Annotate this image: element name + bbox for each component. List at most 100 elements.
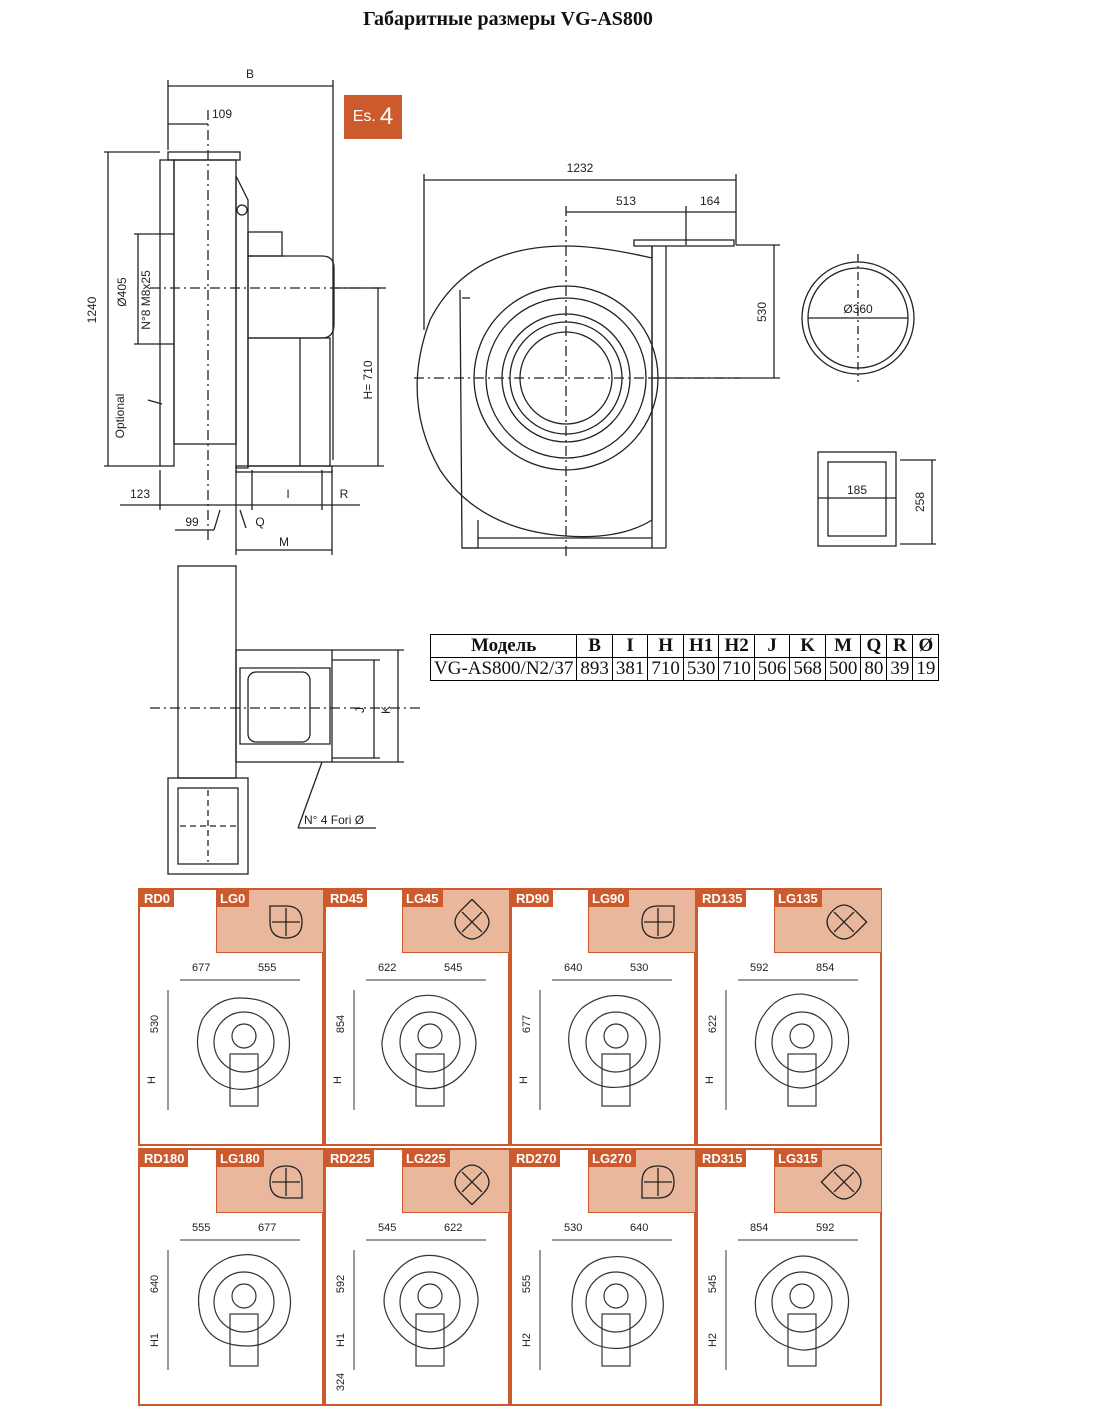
cell-h2: 710 — [718, 657, 755, 681]
orientation-drawing — [725, 1164, 862, 1370]
dim-v1: 622 — [707, 1014, 720, 1034]
cell-k: 568 — [789, 657, 826, 681]
fan-outline — [754, 1255, 850, 1367]
col-q: Q — [860, 634, 888, 658]
lg-tag: LG135 — [774, 890, 822, 907]
col-h2: H2 — [718, 634, 755, 658]
badge-prefix: Es. — [352, 108, 376, 125]
cell-h1: 530 — [682, 657, 720, 681]
col-m: M — [824, 634, 862, 658]
orientation-drawing — [725, 904, 868, 1110]
dim-a: 592 — [750, 962, 769, 974]
col-r: R — [886, 634, 914, 658]
lg-tag: LG0 — [216, 890, 250, 907]
dim-a: 622 — [378, 962, 397, 974]
lg-tag: LG90 — [588, 890, 629, 907]
fan-outline — [198, 1254, 292, 1367]
dim-b: 854 — [816, 962, 835, 974]
col-model: Модель — [429, 634, 578, 658]
fan-outline — [571, 1256, 664, 1367]
dim-99: 99 — [185, 515, 199, 529]
rect-flange — [817, 451, 936, 547]
lg-tag: LG45 — [402, 890, 443, 907]
front-view — [414, 174, 780, 560]
col-h1: H1 — [682, 634, 720, 658]
cell-i: 381 — [611, 657, 649, 681]
col-j: J — [753, 634, 791, 658]
rotation-box — [774, 1150, 881, 1213]
dim-m: M — [279, 535, 289, 549]
cell-h: 710 — [647, 657, 684, 681]
cell-m: 500 — [824, 657, 862, 681]
col-k: K — [789, 634, 826, 658]
dim-j: J — [353, 707, 367, 713]
lg-tag: LG180 — [216, 1150, 264, 1167]
example-badge: Es. 4 — [344, 95, 402, 139]
page-title: Габаритные размеры VG-AS800 — [363, 8, 653, 30]
dim-1232: 1232 — [567, 161, 594, 175]
dim-v2: H — [517, 1076, 530, 1084]
dim-109: 109 — [212, 107, 232, 121]
dim-a: 555 — [192, 1222, 211, 1234]
dim-a: 677 — [192, 962, 211, 974]
top-view — [150, 565, 420, 875]
fan-outline — [383, 1254, 479, 1367]
dim-b: 622 — [444, 1222, 463, 1234]
cell-q: 80 — [860, 657, 888, 681]
dim-185: 185 — [847, 483, 867, 497]
dim-530: 530 — [755, 302, 769, 322]
dim-405: Ø405 — [115, 277, 129, 307]
rd-tag: RD315 — [698, 1150, 747, 1167]
rotation-icon — [826, 904, 868, 940]
optional-label: Optional — [113, 394, 127, 439]
dim-v2: H — [145, 1076, 158, 1084]
dim-123: 123 — [130, 487, 150, 501]
rotation-icon — [454, 1164, 490, 1206]
orientation-drawing — [167, 1165, 303, 1370]
orientation-drawing — [539, 1165, 675, 1370]
col-i: I — [611, 634, 649, 658]
rotation-icon — [269, 1165, 303, 1199]
dim-v1: 545 — [707, 1274, 720, 1294]
dim-258: 258 — [913, 492, 927, 512]
dim-513: 513 — [616, 194, 636, 208]
dim-a: 854 — [750, 1222, 769, 1234]
lg-tag: LG270 — [588, 1150, 636, 1167]
rd-tag: RD45 — [326, 890, 368, 907]
dim-v2: H — [703, 1076, 716, 1084]
dim-b: 640 — [630, 1222, 649, 1234]
orientation-drawing — [167, 905, 303, 1110]
dim-v2: H — [331, 1076, 344, 1084]
dim-a: 640 — [564, 962, 583, 974]
dim-b: 592 — [816, 1222, 835, 1234]
dim-v1: 530 — [149, 1014, 162, 1034]
dim-v1: 677 — [521, 1014, 534, 1034]
spec-table: Модель B I H H1 H2 J K M Q R Ø VG-AS800/… — [429, 634, 940, 681]
orientation-drawing — [539, 905, 675, 1110]
cell-j: 506 — [753, 657, 791, 681]
cell-b: 893 — [576, 657, 613, 681]
dim-a: 545 — [378, 1222, 397, 1234]
table-row: VG-AS800/N2/37 893 381 710 530 710 506 5… — [429, 657, 940, 681]
dim-v3: 324 — [335, 1372, 348, 1392]
dim-b: 530 — [630, 962, 649, 974]
dim-v1: 854 — [335, 1014, 348, 1034]
dim-v1: 640 — [149, 1274, 162, 1294]
dim-a: 530 — [564, 1222, 583, 1234]
dim-b: B — [246, 67, 254, 81]
dim-b: 677 — [258, 1222, 277, 1234]
dim-v1: 555 — [521, 1274, 534, 1294]
cell-r: 39 — [886, 657, 914, 681]
rotation-icon — [641, 1165, 675, 1199]
lg-tag: LG315 — [774, 1150, 822, 1167]
dim-v2: H1 — [335, 1332, 348, 1348]
rotation-icon — [269, 905, 303, 939]
fan-outline — [381, 994, 477, 1107]
dim-360: Ø360 — [843, 302, 873, 316]
